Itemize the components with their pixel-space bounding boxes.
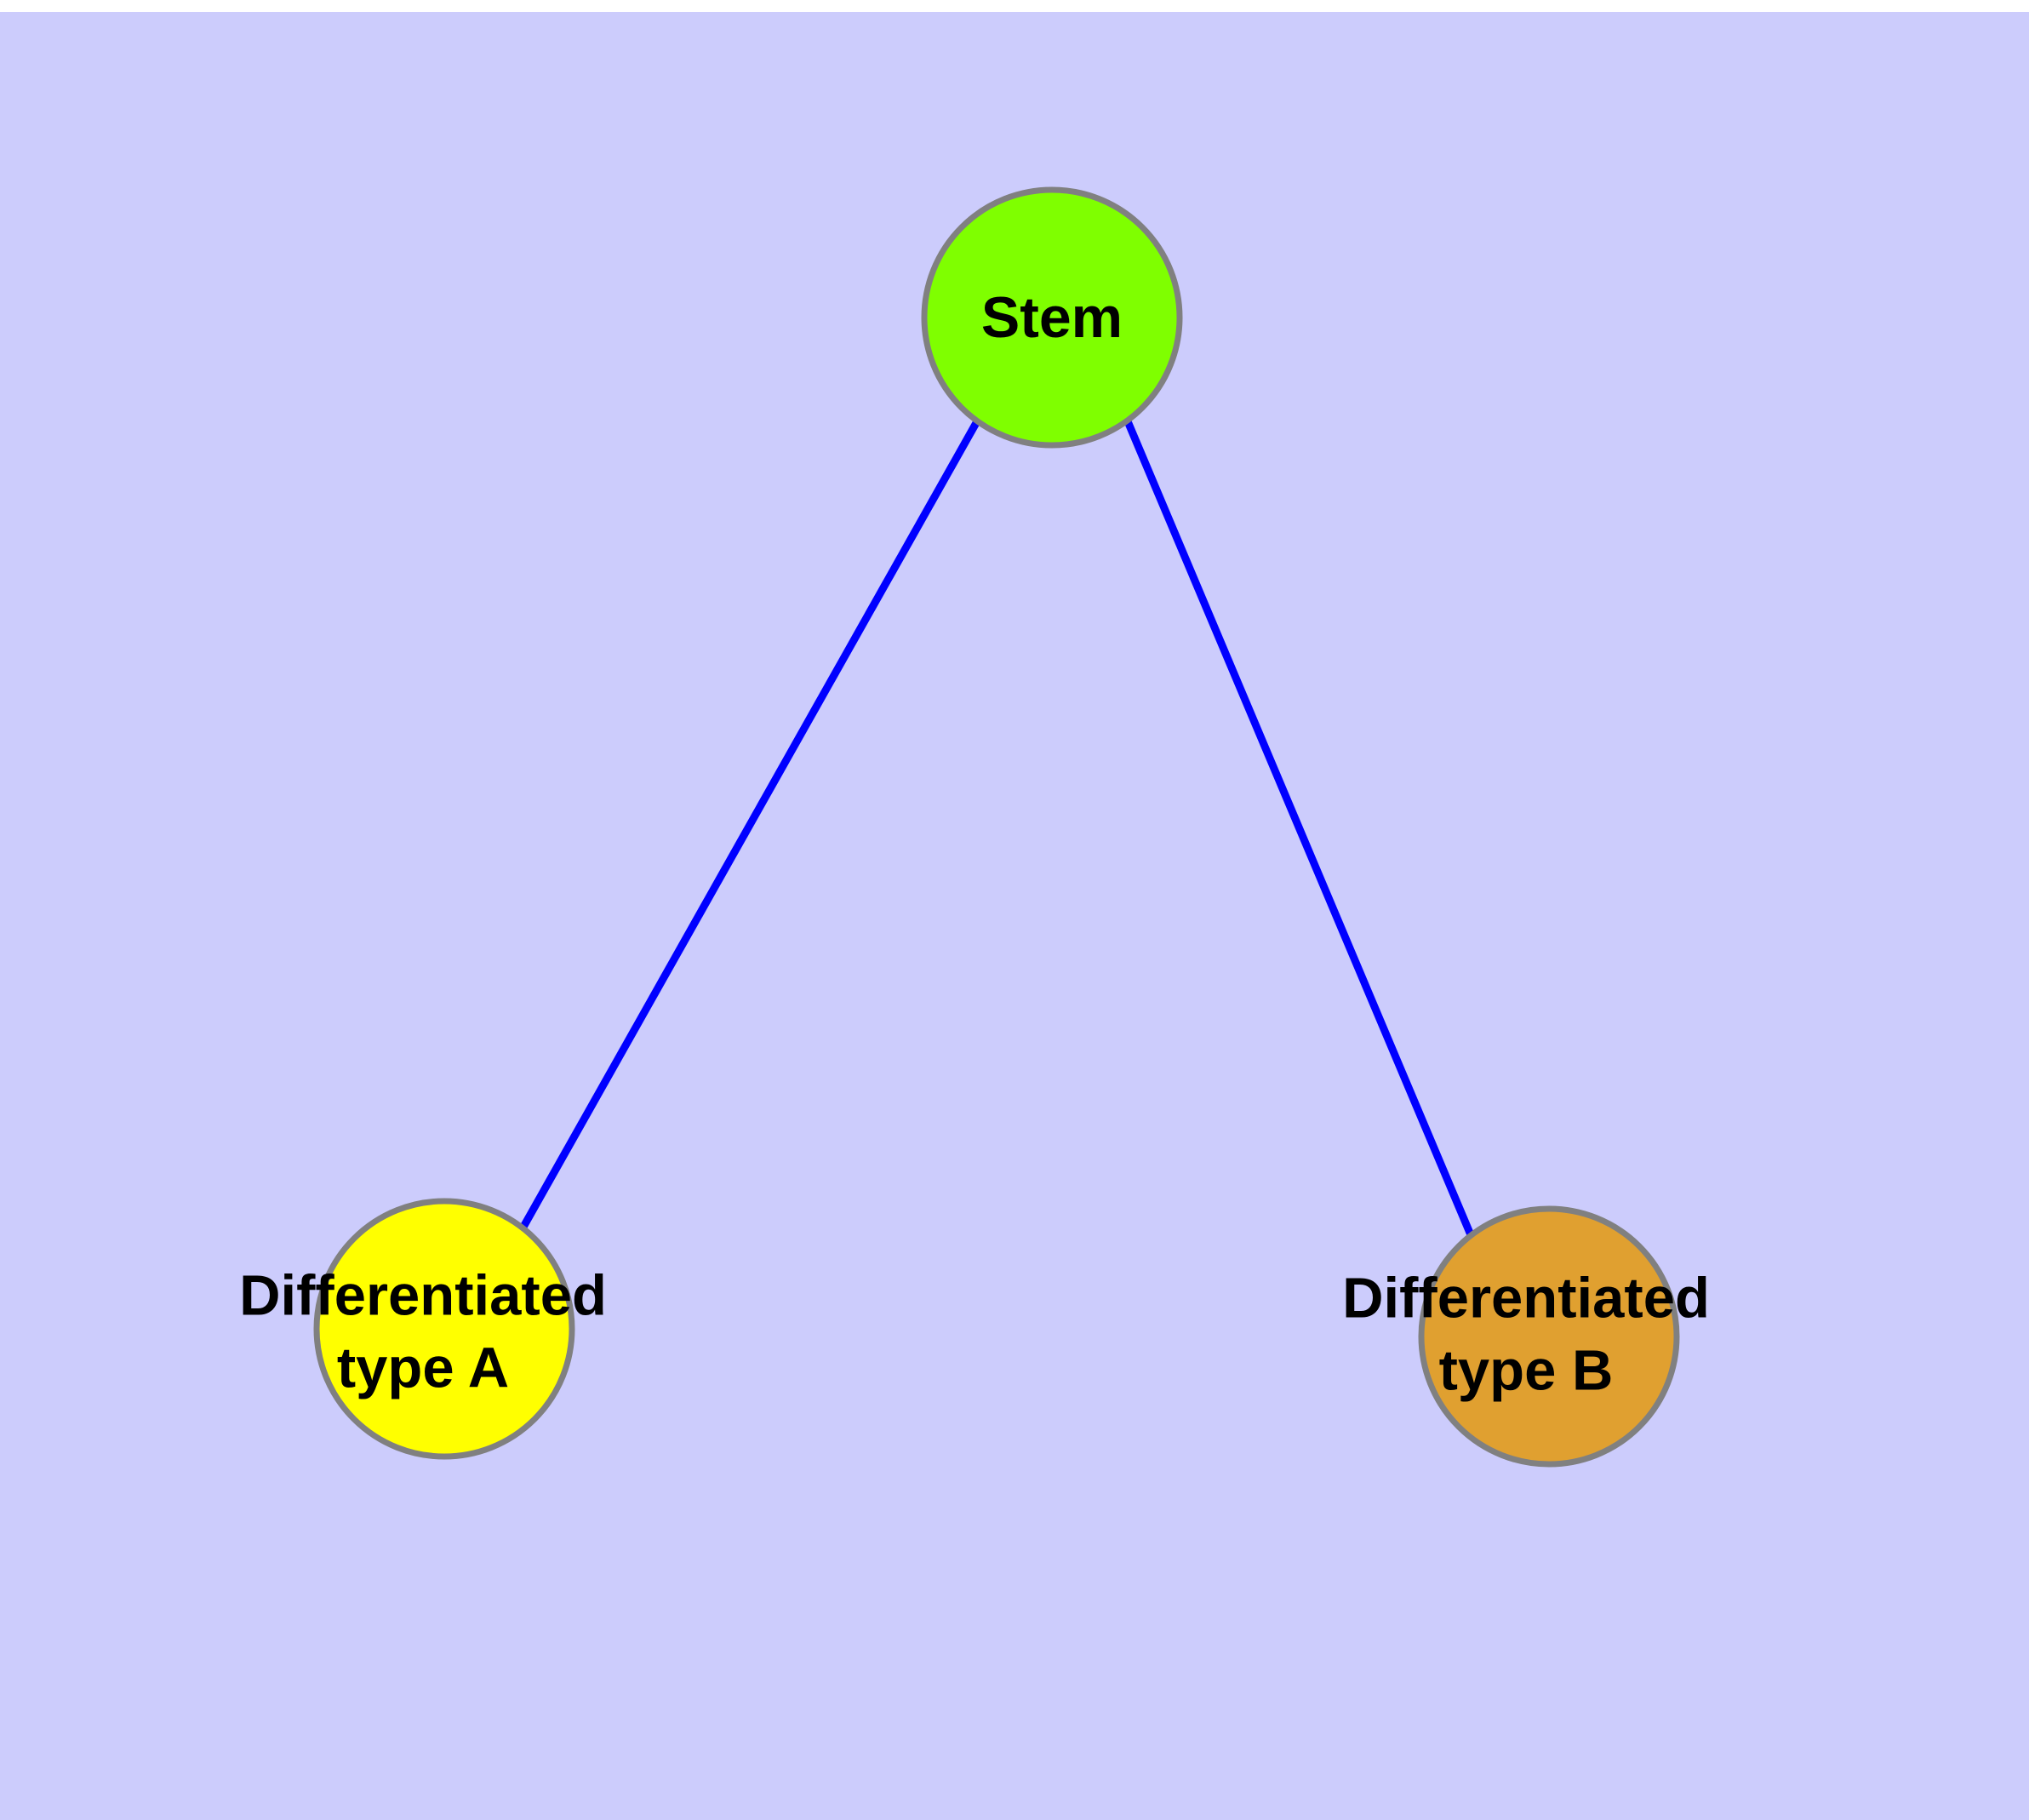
node-layer <box>313 186 1680 1468</box>
node-label-differentiated-type-a-line1: Differentiated <box>239 1264 607 1328</box>
node-differentiated-type-b[interactable] <box>1418 1205 1680 1468</box>
node-label-differentiated-type-b-line1: Differentiated <box>1342 1267 1710 1331</box>
edge-stem-to-differentiated-type-a[interactable] <box>519 419 980 1231</box>
edge-layer <box>519 419 1476 1239</box>
node-label-stem: Stem <box>981 285 1123 350</box>
node-differentiated-type-a[interactable] <box>313 1198 575 1460</box>
node-label-differentiated-type-b-line2: type B <box>1439 1339 1614 1403</box>
node-label-differentiated-type-a-line2: type A <box>337 1336 509 1400</box>
label-layer: Stem Differentiated type A Differentiate… <box>239 285 1710 1403</box>
edge-stem-to-differentiated-type-b[interactable] <box>1123 420 1476 1239</box>
node-stem[interactable] <box>921 186 1183 449</box>
